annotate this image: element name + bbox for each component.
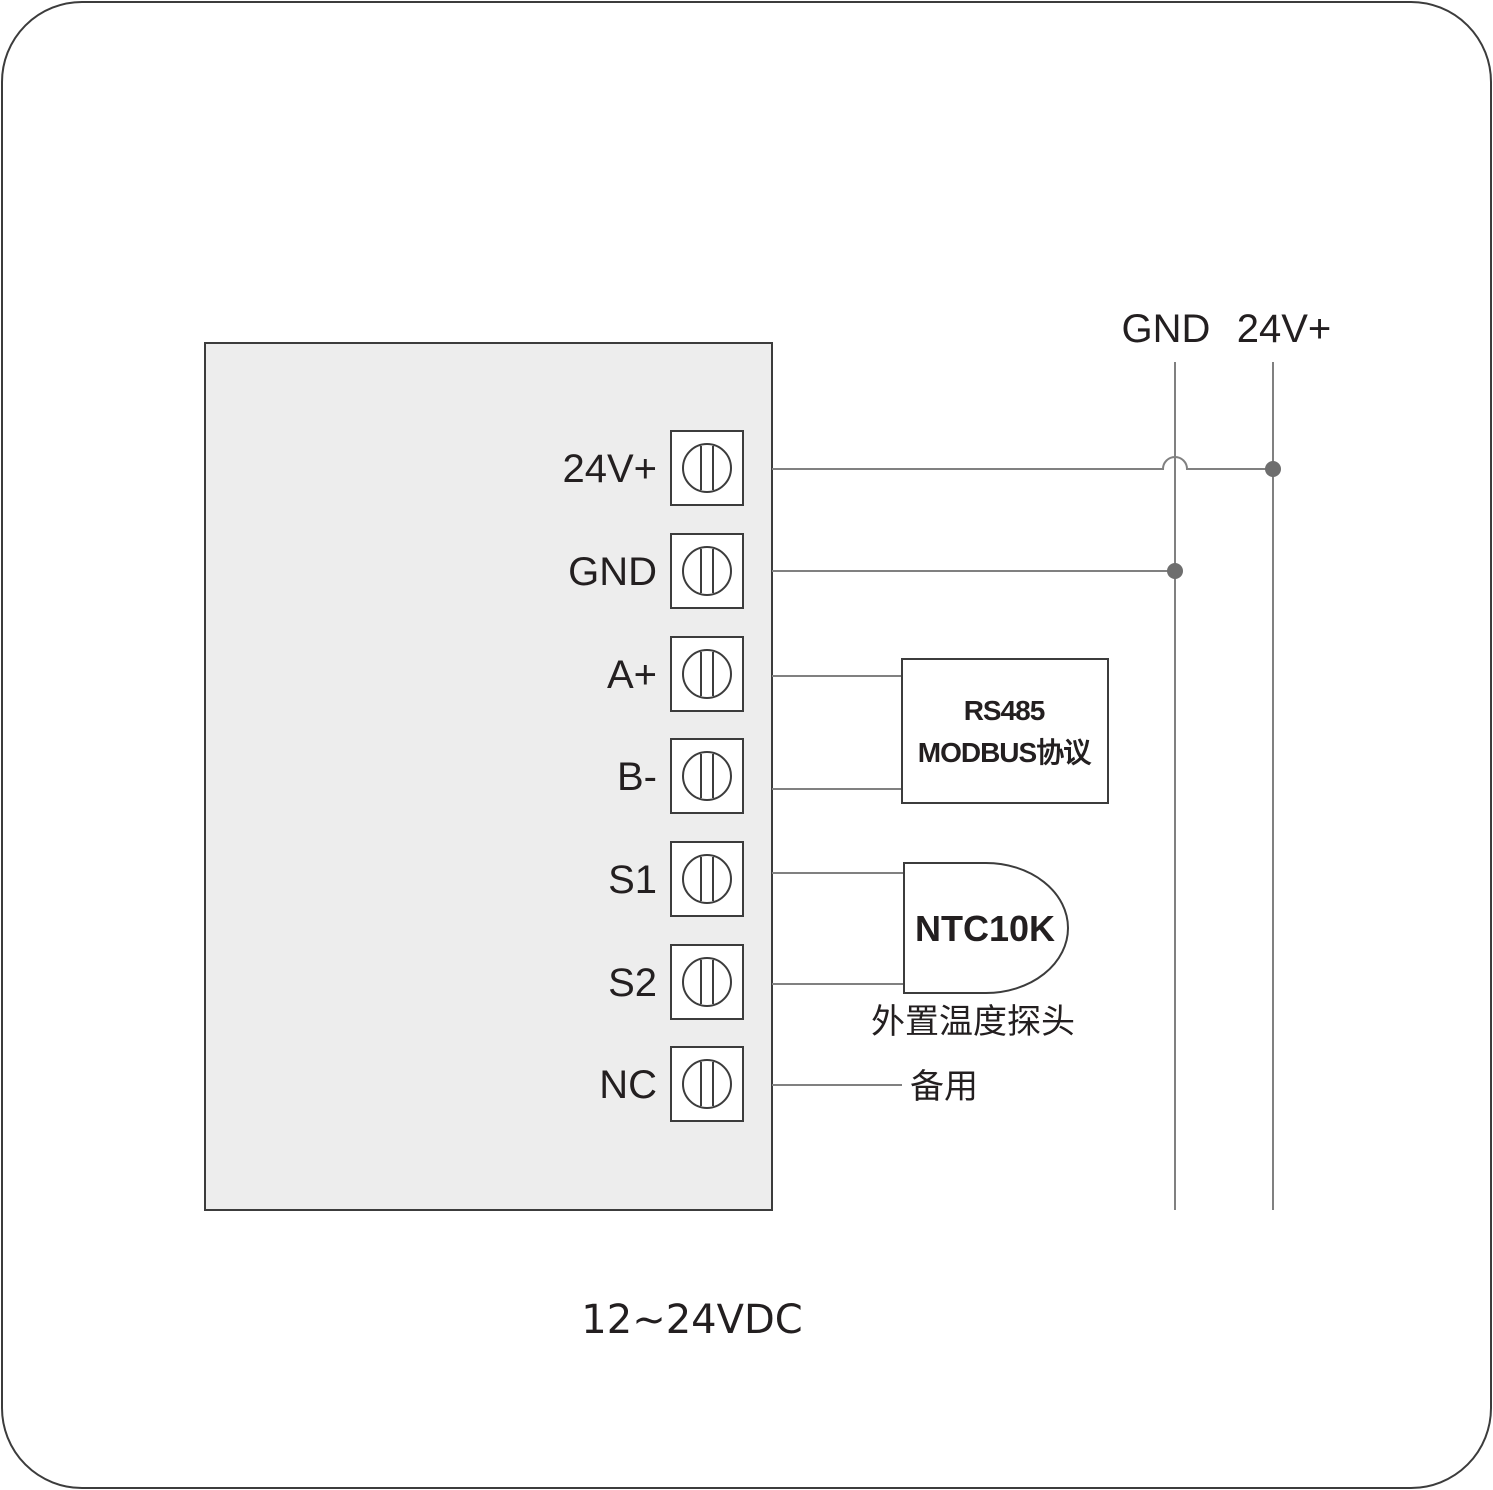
- ntc-probe-shape: [903, 862, 1069, 994]
- terminal-screw-icon: [682, 443, 732, 493]
- terminal-label-gnd: GND: [568, 550, 657, 594]
- junction-dot-gnd: [1167, 563, 1183, 579]
- ntc-caption: 外置温度探头: [871, 1002, 1075, 1042]
- power-bus: [1174, 362, 1274, 1210]
- terminal-screw-icon: [682, 854, 732, 904]
- terminal-label-s1: S1: [608, 858, 657, 902]
- rs485-line2: MODBUS协议: [918, 737, 1092, 768]
- terminal-label-nc: NC: [599, 1063, 657, 1107]
- rs485-box: [901, 658, 1109, 804]
- rs485-line1: RS485: [964, 695, 1045, 726]
- terminal-screw-icon: [682, 957, 732, 1007]
- terminal-label-b-minus: B-: [617, 755, 657, 799]
- terminal-label-s2: S2: [608, 961, 657, 1005]
- spare-label: 备用: [910, 1067, 978, 1107]
- terminal-label-24v: 24V+: [562, 447, 657, 491]
- terminal-screw-icon: [682, 649, 732, 699]
- gnd-bus-label: GND: [1122, 307, 1211, 351]
- terminal-label-a-plus: A+: [607, 653, 657, 697]
- terminal-screw-icon: [682, 1059, 732, 1109]
- junction-dot-24v: [1265, 461, 1281, 477]
- v24-bus-label: 24V+: [1237, 307, 1332, 351]
- wires: [772, 456, 1273, 1086]
- supply-label: 12~24VDC: [581, 1297, 802, 1343]
- wire-24v: [772, 456, 1273, 470]
- ntc-label: NTC10K: [915, 908, 1055, 949]
- terminal-screw-icon: [682, 546, 732, 596]
- terminal-screw-icon: [682, 751, 732, 801]
